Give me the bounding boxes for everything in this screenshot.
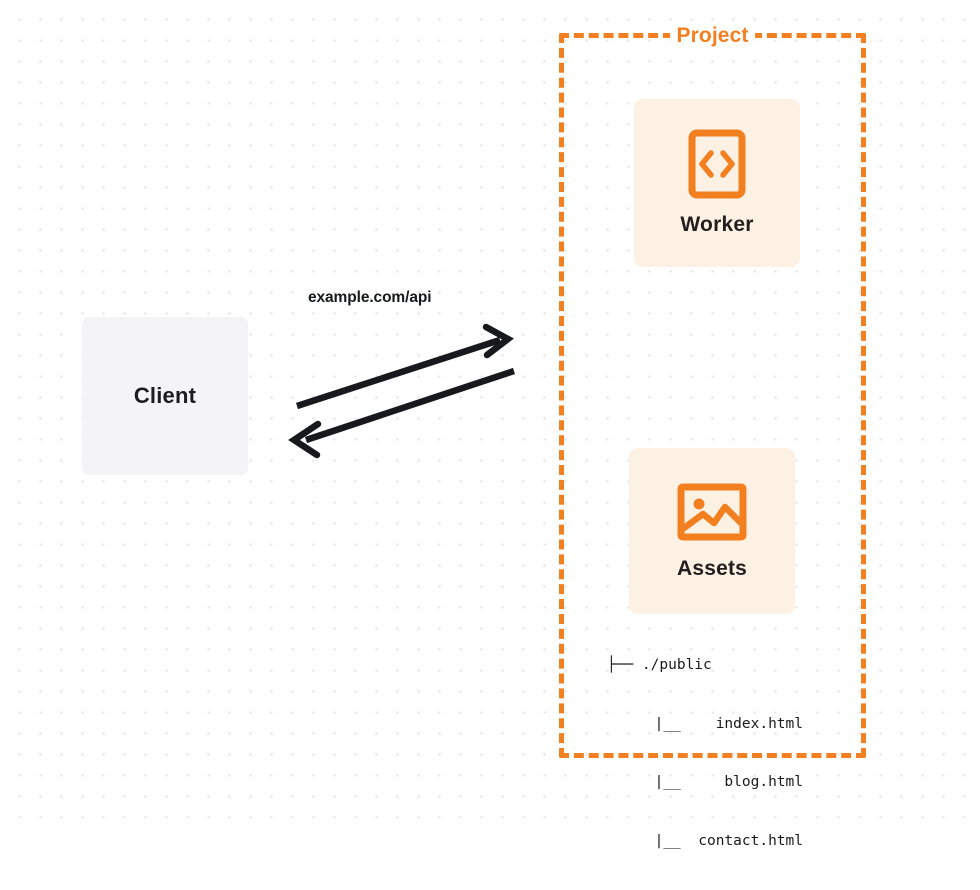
response-arrow	[288, 367, 516, 459]
client-node-label: Client	[133, 383, 197, 408]
image-picture-icon	[677, 481, 747, 543]
worker-card-label: Worker	[680, 213, 754, 236]
connection-label: example.com/api	[308, 289, 432, 306]
file-tree-row-contact: |__ contact.html	[654, 832, 803, 849]
file-tree: ├── ./public |__ index.html |__ blog.htm…	[607, 617, 803, 890]
diagram-canvas: Client example.com/api Project Worker	[0, 0, 980, 849]
file-tree-row-blog: |__ blog.html	[654, 774, 803, 790]
worker-card: Worker	[634, 99, 800, 267]
project-container: Project	[559, 24, 866, 758]
file-tree-row-index: |__ index.html	[654, 715, 803, 732]
client-node: Client	[82, 317, 248, 475]
assets-card: Assets	[629, 448, 795, 614]
code-brackets-icon	[688, 129, 746, 199]
file-tree-row-root: ├── ./public	[607, 657, 712, 673]
request-arrow	[295, 323, 514, 410]
project-title: Project	[669, 24, 756, 48]
assets-card-label: Assets	[676, 557, 748, 580]
